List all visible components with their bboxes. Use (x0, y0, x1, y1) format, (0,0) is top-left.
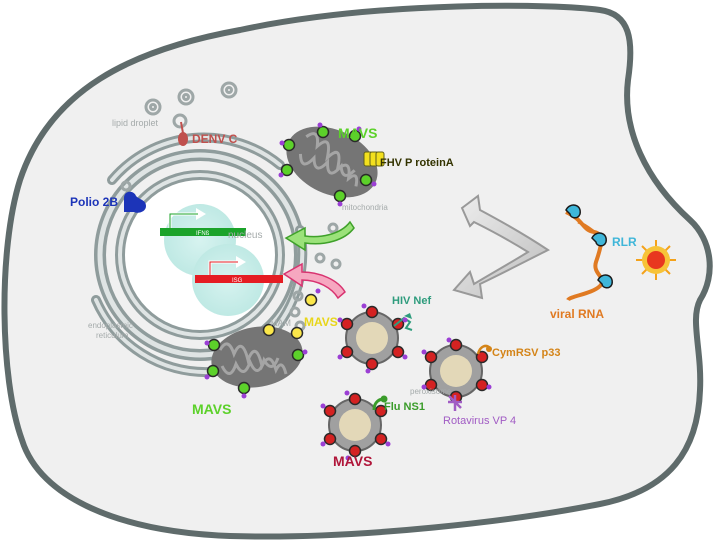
nucleus-label: nucleus (228, 230, 262, 241)
viral-rna-label: viral RNA (550, 307, 604, 321)
isg-gene-bar (195, 275, 283, 283)
isg-label: ISG (232, 278, 243, 284)
er-label-line1: endoplasmic (88, 321, 133, 330)
green-arrow (284, 220, 355, 252)
hiv-nef-icon (393, 313, 413, 331)
mavs-label-left: MAVS (192, 401, 231, 417)
flu-ns1-icon (372, 395, 388, 411)
purple-dots (320, 303, 492, 461)
peroxisome-1 (340, 305, 405, 371)
cymrsv-p33-label: CymRSV p33 (492, 347, 560, 359)
mavs-mam-label: MAVS (304, 315, 338, 329)
ifnb-label: IFNß (196, 231, 210, 237)
mavs-label-top: MAVS (338, 125, 377, 141)
polio-2b-label: Polio 2B (70, 195, 118, 209)
fhv-protein-a-label: FHV P roteinA (380, 157, 454, 169)
gray-double-arrow (452, 194, 550, 300)
peroxisome-2 (424, 338, 489, 404)
denv-c-icon (178, 121, 188, 146)
peroxisome-label: peroxisome (410, 387, 452, 396)
flu-ns1-label: Flu NS1 (384, 401, 425, 413)
rlr-icon (565, 204, 613, 289)
mam-label: MAM (270, 318, 291, 328)
hiv-nef-label: HIV Nef (392, 295, 431, 307)
pink-arrow (282, 262, 346, 300)
er-label-line2: reticulum (96, 331, 129, 340)
mam-mavs-dots (290, 288, 321, 340)
rotavirus-vp4-icon (448, 395, 462, 411)
mitochondrion-bottom (204, 323, 308, 399)
rotavirus-vp4-label: Rotavirus VP 4 (443, 415, 516, 427)
peroxisome-3 (323, 392, 388, 458)
cymrsv-p33-icon (476, 344, 492, 355)
mitochondrion-top (278, 122, 378, 207)
rlr-label: RLR (612, 235, 637, 249)
mitochondria-label: mitochondria (342, 203, 388, 212)
mavs-label-bottom: MAVS (333, 453, 372, 469)
fhv-protein-a-icon (363, 151, 385, 167)
virus-particle-icon (636, 240, 676, 280)
denv-c-label: DENV C (192, 132, 238, 146)
lipid-droplets (120, 81, 342, 332)
lipid-droplet-label: lipid droplet (112, 118, 159, 128)
polio-2b-icon (124, 191, 146, 213)
ifnb-gene-bar (160, 228, 246, 236)
nucleus-er-group (91, 132, 308, 378)
